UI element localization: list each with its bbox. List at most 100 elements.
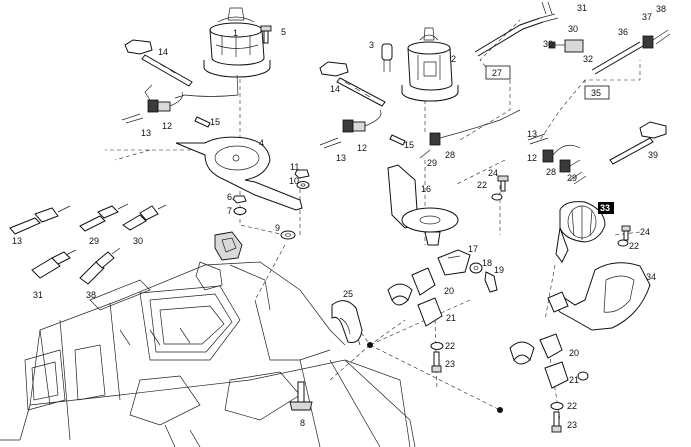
bolt-24-right <box>621 225 631 241</box>
callout-15-left: 15 <box>210 117 220 127</box>
terminal-13 <box>9 205 71 235</box>
callout-24-right: 24 <box>640 227 650 237</box>
callout-31-top: 31 <box>577 3 587 13</box>
callout-32: 32 <box>583 54 593 64</box>
mounting-plate-4 <box>175 136 303 211</box>
callout-13-terminal: 13 <box>12 236 22 246</box>
connector-28-center <box>419 109 521 159</box>
svg-text:33: 33 <box>600 203 610 213</box>
callout-22-right-low: 22 <box>567 401 577 411</box>
box-label-35: 35 <box>584 85 610 100</box>
washer-22-right-low <box>550 402 564 410</box>
callout-39: 39 <box>648 150 658 160</box>
callout-13-center: 13 <box>336 153 346 163</box>
nut-right-20 <box>577 371 589 381</box>
screw-5 <box>260 25 272 44</box>
clamp-half-21-right <box>544 361 569 389</box>
callout-8: 8 <box>300 418 305 428</box>
callout-36: 36 <box>618 27 628 37</box>
svg-text:35: 35 <box>591 88 601 98</box>
harness-36 <box>591 29 671 75</box>
bulb-3 <box>381 43 393 72</box>
callout-30-top: 30 <box>568 24 578 34</box>
clamp-half-20-right <box>539 333 563 359</box>
screw-19 <box>484 271 498 293</box>
callout-19: 19 <box>494 265 504 275</box>
clamp-25 <box>331 300 363 343</box>
cable-tie-14-center <box>319 61 386 107</box>
callout-17: 17 <box>468 244 478 254</box>
callout-28-center: 28 <box>445 150 455 160</box>
callout-22-center-low: 22 <box>445 341 455 351</box>
callout-22-right: 22 <box>629 241 639 251</box>
callout-14-left: 14 <box>158 47 168 57</box>
callout-13-left: 13 <box>141 128 151 138</box>
terminal-30 <box>122 204 167 231</box>
callout-13-right: 13 <box>527 129 537 139</box>
callout-24-center: 24 <box>488 168 498 178</box>
callout-30-connector: 30 <box>543 39 553 49</box>
callout-20-right: 20 <box>569 348 579 358</box>
rotating-beacon-2 <box>401 27 459 102</box>
callout-4: 4 <box>259 138 264 148</box>
callout-31-terminal: 31 <box>33 290 43 300</box>
callout-15-center: 15 <box>404 140 414 150</box>
callout-38-terminal: 38 <box>86 290 96 300</box>
callout-14-center: 14 <box>330 84 340 94</box>
callout-29-center: 29 <box>427 158 437 168</box>
callout-23-right: 23 <box>567 420 577 430</box>
rubber-block <box>214 231 243 261</box>
callout-25: 25 <box>343 289 353 299</box>
callout-21-center: 21 <box>446 313 456 323</box>
callout-11: 11 <box>290 162 299 172</box>
callout-6: 6 <box>227 192 232 202</box>
sleeve-15-left <box>194 116 211 128</box>
callout-34: 34 <box>646 272 656 282</box>
junction-dot-center <box>367 342 373 348</box>
washer-10 <box>296 181 310 189</box>
callout-12-center: 12 <box>357 143 367 153</box>
callout-30-terminal: 30 <box>133 236 143 246</box>
nut-18 <box>469 262 483 274</box>
callout-16: 16 <box>421 184 431 194</box>
callout-2: 2 <box>451 54 456 64</box>
callout-7: 7 <box>227 206 232 216</box>
callout-12-left: 12 <box>162 121 172 131</box>
callout-3: 3 <box>369 40 374 50</box>
bolt-23-center <box>431 351 442 373</box>
cable-tie-14-left <box>124 39 193 87</box>
bolt-23-right <box>551 411 562 433</box>
vehicle-cab-outline <box>0 261 416 447</box>
callout-22-center: 22 <box>477 180 487 190</box>
callout-28-right: 28 <box>546 167 556 177</box>
callout-37: 37 <box>642 12 652 22</box>
sleeve-15-center <box>389 134 406 146</box>
callout-9: 9 <box>275 223 280 233</box>
junction-dot-right <box>497 407 503 413</box>
washer-7 <box>233 207 247 215</box>
clamp-half-21-center <box>417 297 443 327</box>
callout-10: 10 <box>289 176 299 186</box>
nut-11 <box>294 169 310 179</box>
callout-18: 18 <box>482 258 492 268</box>
callout-5: 5 <box>281 27 286 37</box>
badge-33: 33 <box>598 202 614 214</box>
callout-12-right: 12 <box>527 153 537 163</box>
washer-9 <box>280 230 296 240</box>
clamp-ring-center <box>387 283 413 306</box>
terminal-31 <box>31 249 77 279</box>
clamp-half-20-center <box>411 267 436 296</box>
clamp-17 <box>437 249 471 276</box>
callout-23-center: 23 <box>445 359 455 369</box>
terminal-38 <box>79 247 121 285</box>
bolt-24-center <box>497 175 509 192</box>
terminal-29 <box>79 203 129 232</box>
clamp-ring-right <box>509 341 535 365</box>
callout-20-center: 20 <box>444 286 454 296</box>
nut-6 <box>232 195 247 204</box>
callout-numbers: 1 2 3 4 5 6 7 8 9 10 11 12 12 12 13 13 1… <box>12 3 666 430</box>
bolt-8 <box>289 381 313 411</box>
connector-12-center <box>319 109 382 149</box>
